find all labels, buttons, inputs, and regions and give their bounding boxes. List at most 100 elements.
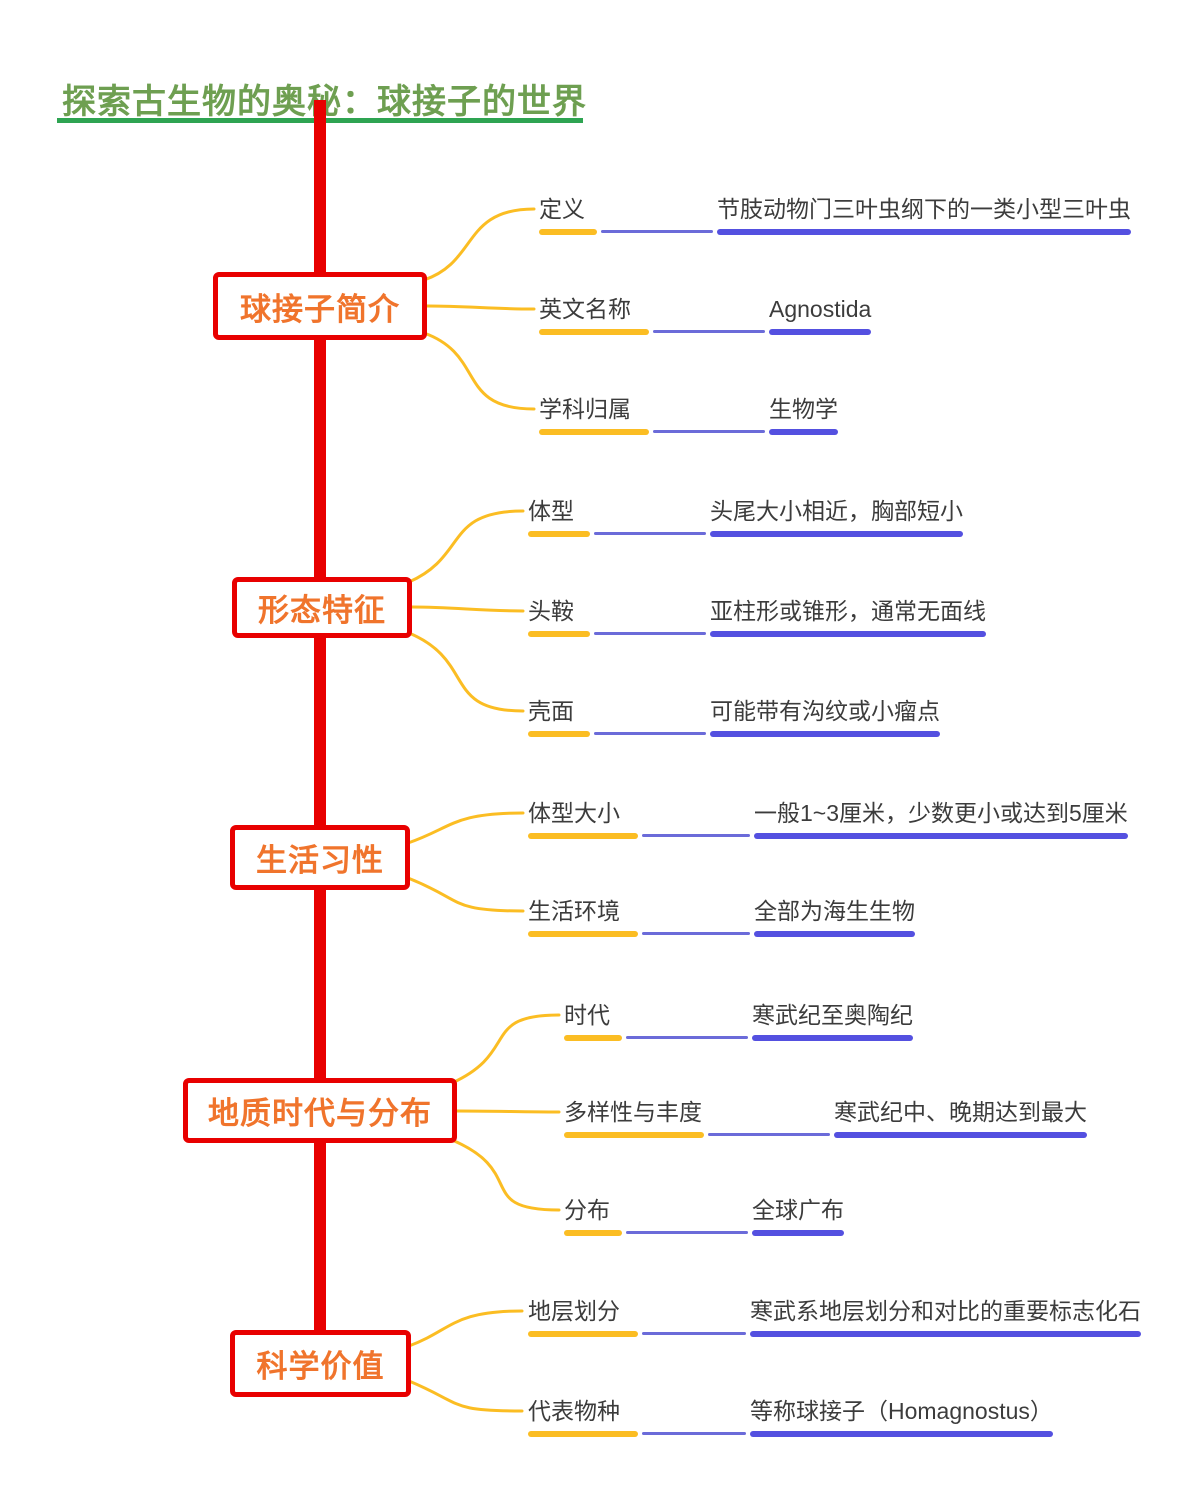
leaf-row: 体型大小 一般1~3厘米，少数更小或达到5厘米 bbox=[528, 798, 1128, 839]
leaf-row: 生活环境 全部为海生生物 bbox=[528, 896, 915, 937]
leaf-connector-line bbox=[642, 834, 750, 837]
leaf-connector-line bbox=[642, 1432, 746, 1435]
branch-curve bbox=[410, 605, 525, 613]
label-underline bbox=[528, 1331, 638, 1337]
branch-curve bbox=[422, 207, 536, 282]
leaf-row: 壳面 可能带有沟纹或小瘤点 bbox=[528, 696, 940, 737]
leaf-connector-line bbox=[642, 932, 750, 935]
leaf-label[interactable]: 代表物种 bbox=[528, 1396, 638, 1437]
leaf-value[interactable]: 全部为海生生物 bbox=[754, 896, 915, 937]
label-underline bbox=[539, 429, 649, 435]
branch-curve bbox=[450, 1013, 561, 1085]
leaf-label-text: 时代 bbox=[564, 1002, 610, 1028]
leaf-label[interactable]: 分布 bbox=[564, 1195, 622, 1236]
branch-curve bbox=[406, 876, 525, 913]
leaf-connector-line bbox=[626, 1036, 748, 1039]
branch-node-morphology[interactable]: 形态特征 bbox=[232, 577, 412, 638]
leaf-label[interactable]: 多样性与丰度 bbox=[564, 1097, 704, 1138]
branch-curve bbox=[422, 331, 536, 411]
leaf-value[interactable]: 全球广布 bbox=[752, 1195, 844, 1236]
leaf-value[interactable]: Agnostida bbox=[769, 294, 872, 335]
leaf-label[interactable]: 学科归属 bbox=[539, 394, 649, 435]
label-underline bbox=[528, 631, 590, 637]
label-underline bbox=[564, 1035, 622, 1041]
leaf-value[interactable]: 一般1~3厘米，少数更小或达到5厘米 bbox=[754, 798, 1128, 839]
leaf-connector-line bbox=[708, 1133, 830, 1136]
leaf-label[interactable]: 地层划分 bbox=[528, 1296, 638, 1337]
leaf-value[interactable]: 可能带有沟纹或小瘤点 bbox=[710, 696, 940, 737]
leaf-value[interactable]: 节肢动物门三叶虫纲下的一类小型三叶虫 bbox=[717, 194, 1131, 235]
leaf-connector-line bbox=[653, 330, 765, 333]
leaf-value-text: 寒武纪至奥陶纪 bbox=[752, 1002, 913, 1028]
leaf-connector-line bbox=[626, 1231, 748, 1234]
leaf-value-text: 生物学 bbox=[769, 396, 838, 422]
leaf-connector-line bbox=[653, 430, 765, 433]
leaf-label[interactable]: 定义 bbox=[539, 194, 597, 235]
label-underline bbox=[528, 531, 590, 537]
branch-node-label: 地质时代与分布 bbox=[208, 1096, 432, 1131]
leaf-label[interactable]: 头鞍 bbox=[528, 596, 590, 637]
value-underline bbox=[769, 429, 838, 435]
leaf-value[interactable]: 生物学 bbox=[769, 394, 838, 435]
leaf-label-text: 壳面 bbox=[528, 698, 574, 724]
leaf-label[interactable]: 体型大小 bbox=[528, 798, 638, 839]
branch-curve bbox=[450, 1138, 561, 1212]
leaf-label-text: 学科归属 bbox=[539, 396, 631, 422]
branch-curve bbox=[407, 509, 525, 584]
branch-curve bbox=[406, 811, 525, 845]
branch-node-label: 生活习性 bbox=[256, 843, 384, 878]
leaf-value-text: 可能带有沟纹或小瘤点 bbox=[710, 698, 940, 724]
label-underline bbox=[528, 731, 590, 737]
leaf-value-text: 亚柱形或锥形，通常无面线 bbox=[710, 598, 986, 624]
leaf-connector-line bbox=[594, 532, 706, 535]
mindmap-spine-line bbox=[314, 100, 326, 1370]
leaf-value[interactable]: 等称球接子（Homagnostus） bbox=[750, 1396, 1053, 1437]
branch-node-habits[interactable]: 生活习性 bbox=[230, 825, 410, 890]
leaf-value[interactable]: 头尾大小相近，胸部短小 bbox=[710, 496, 963, 537]
leaf-row: 定义 节肢动物门三叶虫纲下的一类小型三叶虫 bbox=[539, 194, 1131, 235]
value-underline bbox=[834, 1132, 1087, 1138]
leaf-label[interactable]: 时代 bbox=[564, 1000, 622, 1041]
branch-curve bbox=[407, 631, 525, 713]
leaf-value[interactable]: 寒武纪中、晚期达到最大 bbox=[834, 1097, 1087, 1138]
branch-curve bbox=[425, 304, 536, 311]
branch-node-intro[interactable]: 球接子简介 bbox=[213, 272, 427, 340]
label-underline bbox=[564, 1230, 622, 1236]
leaf-label-text: 体型大小 bbox=[528, 800, 620, 826]
branch-curve bbox=[407, 1309, 524, 1348]
leaf-label-text: 多样性与丰度 bbox=[564, 1099, 702, 1125]
leaf-value[interactable]: 寒武纪至奥陶纪 bbox=[752, 1000, 913, 1041]
branch-node-scientific-value[interactable]: 科学价值 bbox=[230, 1330, 411, 1397]
label-underline bbox=[528, 833, 638, 839]
leaf-connector-line bbox=[642, 1332, 746, 1335]
value-underline bbox=[710, 731, 940, 737]
leaf-label-text: 头鞍 bbox=[528, 598, 574, 624]
value-underline bbox=[754, 833, 1128, 839]
leaf-label-text: 英文名称 bbox=[539, 296, 631, 322]
leaf-value-text: 全球广布 bbox=[752, 1197, 844, 1223]
branch-node-geologic-era[interactable]: 地质时代与分布 bbox=[183, 1078, 457, 1143]
value-underline bbox=[710, 631, 986, 637]
leaf-row: 代表物种 等称球接子（Homagnostus） bbox=[528, 1396, 1053, 1437]
leaf-row: 分布 全球广布 bbox=[564, 1195, 844, 1236]
leaf-row: 英文名称 Agnostida bbox=[539, 294, 872, 335]
leaf-value-text: 头尾大小相近，胸部短小 bbox=[710, 498, 963, 524]
leaf-connector-line bbox=[594, 732, 706, 735]
leaf-label[interactable]: 英文名称 bbox=[539, 294, 649, 335]
leaf-label[interactable]: 壳面 bbox=[528, 696, 590, 737]
leaf-value-text: 全部为海生生物 bbox=[754, 898, 915, 924]
value-underline bbox=[769, 329, 872, 335]
leaf-label[interactable]: 体型 bbox=[528, 496, 590, 537]
label-underline bbox=[564, 1132, 704, 1138]
leaf-label-text: 体型 bbox=[528, 498, 574, 524]
label-underline bbox=[539, 329, 649, 335]
leaf-value-text: 节肢动物门三叶虫纲下的一类小型三叶虫 bbox=[717, 196, 1131, 222]
leaf-value[interactable]: 亚柱形或锥形，通常无面线 bbox=[710, 596, 986, 637]
leaf-connector-line bbox=[601, 230, 713, 233]
leaf-label-text: 定义 bbox=[539, 196, 585, 222]
leaf-label[interactable]: 生活环境 bbox=[528, 896, 638, 937]
leaf-value[interactable]: 寒武系地层划分和对比的重要标志化石 bbox=[750, 1296, 1141, 1337]
leaf-row: 多样性与丰度 寒武纪中、晚期达到最大 bbox=[564, 1097, 1087, 1138]
leaf-row: 学科归属 生物学 bbox=[539, 394, 838, 435]
